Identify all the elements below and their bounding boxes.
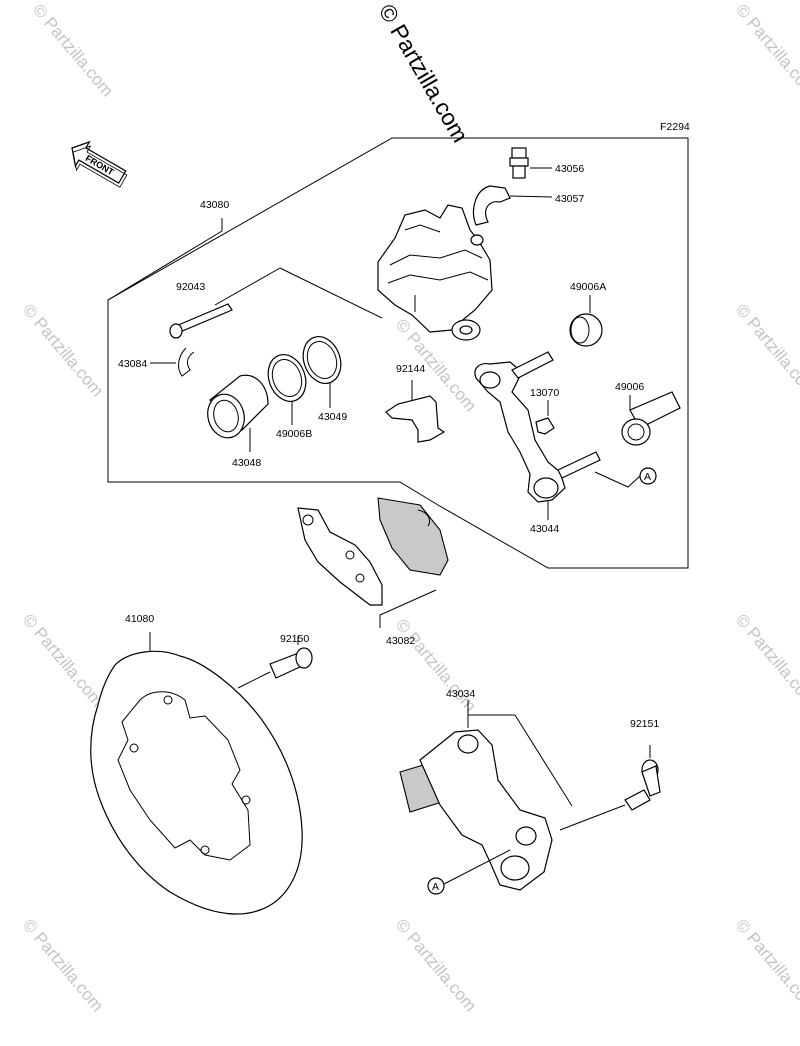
callout-43080: 43080 <box>200 199 229 211</box>
brake-disc <box>90 632 303 915</box>
ref-marker-a2 <box>427 877 445 895</box>
callout-43084: 43084 <box>118 358 147 370</box>
watermark-tile: © Partzilla.com <box>732 610 800 710</box>
leader-ref-a1 <box>594 471 641 488</box>
pad-spring <box>385 380 446 443</box>
callout-92043: 92043 <box>176 281 205 293</box>
watermark-tile: © Partzilla.com <box>732 0 800 100</box>
watermark-tile: © Partzilla.com <box>19 610 107 710</box>
watermark-tile: © Partzilla.com <box>29 0 117 100</box>
callout-49006: 49006 <box>615 381 644 393</box>
callout-49006A: 49006A <box>570 281 606 293</box>
ref-marker-a1 <box>639 467 657 485</box>
callout-43044: 43044 <box>530 523 559 535</box>
bleeder-valve <box>509 147 552 179</box>
callout-43057: 43057 <box>555 193 584 205</box>
caliper-bracket <box>474 351 601 520</box>
leader-pin <box>214 267 281 306</box>
watermark-tile: © Partzilla.com <box>732 300 800 400</box>
watermark-tile: © Partzilla.com <box>732 915 800 1015</box>
disc-bolt <box>237 636 313 689</box>
leader-ref-a2 <box>443 849 511 885</box>
watermark-tile: © Partzilla.com <box>19 915 107 1015</box>
mounting-bracket <box>399 700 573 891</box>
callout-43056: 43056 <box>555 163 584 175</box>
bleeder-cap <box>472 185 553 226</box>
rubber-13070 <box>535 400 555 435</box>
leader-92043 <box>279 267 383 319</box>
boot-bolt-49006 <box>621 391 681 446</box>
boot-49006A <box>569 295 603 347</box>
leader-43080-b <box>107 230 223 301</box>
callout-43034: 43034 <box>446 688 475 700</box>
brake-pads <box>297 497 449 628</box>
callout-43049: 43049 <box>318 411 347 423</box>
watermark-tile: © Partzilla.com <box>19 300 107 400</box>
callout-49006B: 49006B <box>276 428 312 440</box>
callout-92151: 92151 <box>630 718 659 730</box>
callout-43082: 43082 <box>386 635 415 647</box>
watermark-tile: © Partzilla.com <box>392 615 480 715</box>
watermark-main: © Partzilla.com <box>374 0 474 147</box>
callout-43048: 43048 <box>232 457 261 469</box>
pin <box>169 303 233 339</box>
clip <box>150 347 195 377</box>
caliper-body <box>377 204 493 341</box>
front-arrow: FRONT <box>71 140 128 188</box>
callout-13070: 13070 <box>530 387 559 399</box>
ref-label-a1: A <box>644 471 651 483</box>
watermark-tile: © Partzilla.com <box>392 915 480 1015</box>
figure-code: F2294 <box>660 121 690 133</box>
piston <box>207 374 269 452</box>
callout-92150: 92150 <box>280 633 309 645</box>
callout-41080: 41080 <box>125 613 154 625</box>
ref-label-a2: A <box>432 881 439 893</box>
bracket-bolt <box>559 745 661 831</box>
caliper-assembly-outline <box>107 137 689 569</box>
callout-92144: 92144 <box>396 363 425 375</box>
